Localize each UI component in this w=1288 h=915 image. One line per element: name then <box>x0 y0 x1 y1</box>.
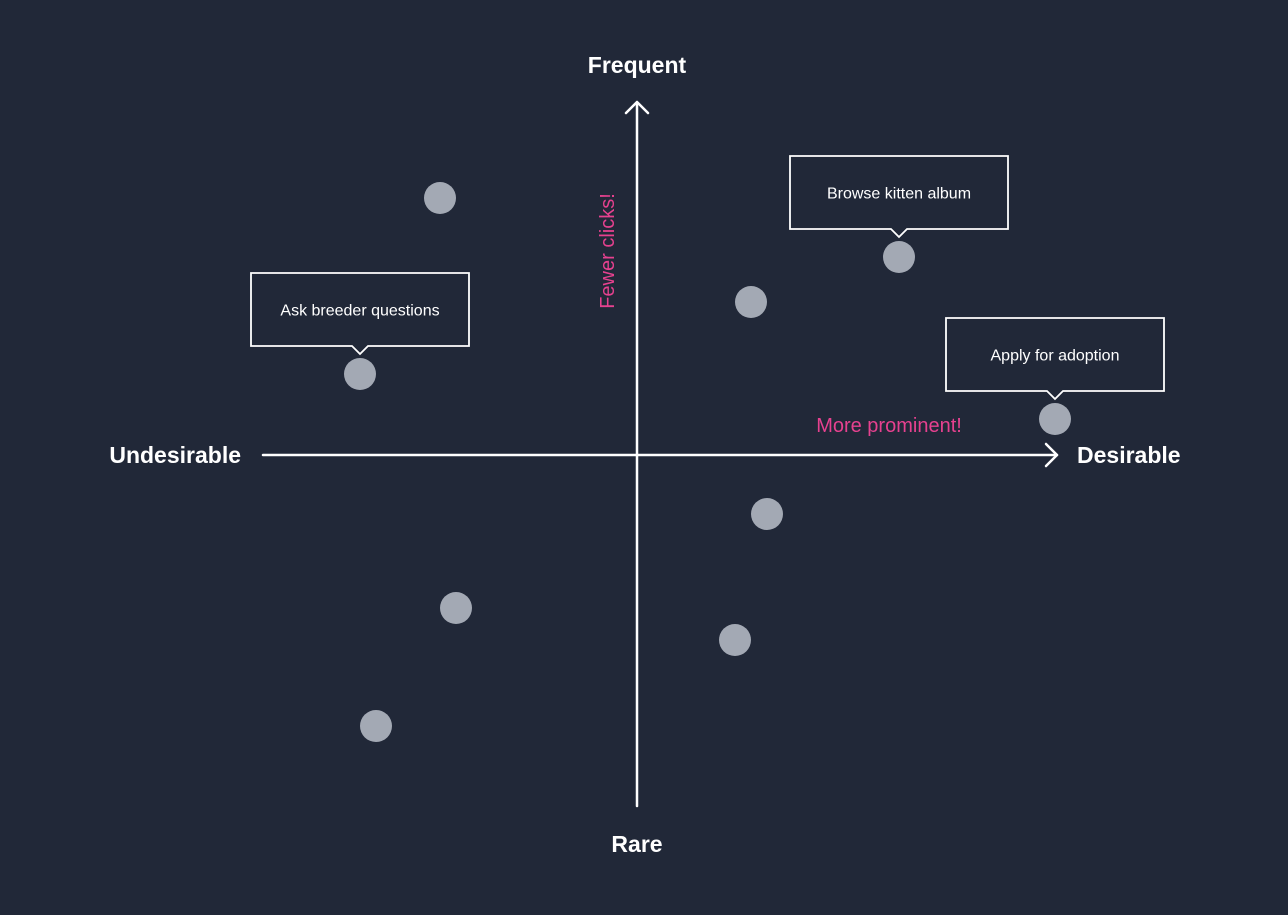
x-axis-annotation: More prominent! <box>816 415 962 437</box>
matrix-point <box>751 498 783 530</box>
y-axis-top-label: Frequent <box>588 52 687 78</box>
x-axis-arrow-icon <box>1044 442 1059 468</box>
matrix-point <box>719 624 751 656</box>
matrix-point <box>424 182 456 214</box>
callout-label: Apply for adoption <box>991 348 1120 365</box>
callout-box <box>945 317 1165 401</box>
y-axis-annotation: Fewer clicks! <box>597 193 619 309</box>
matrix-point <box>440 592 472 624</box>
y-axis-arrow-icon <box>624 100 650 115</box>
callouts-layer: Ask breeder questions Browse kitten album… <box>250 155 1165 401</box>
matrix-point <box>883 241 915 273</box>
callout: Apply for adoption <box>945 317 1165 401</box>
x-axis-left-label: Undesirable <box>109 442 241 468</box>
callout: Browse kitten album <box>789 155 1009 239</box>
matrix-point <box>360 710 392 742</box>
matrix-point <box>735 286 767 318</box>
matrix-point <box>1039 403 1071 435</box>
callout-box <box>789 155 1009 239</box>
callout: Ask breeder questions <box>250 272 470 356</box>
callout-label: Browse kitten album <box>827 186 971 203</box>
matrix-point <box>344 358 376 390</box>
x-axis-right-label: Desirable <box>1077 442 1181 468</box>
callout-label: Ask breeder questions <box>280 303 439 320</box>
callout-box <box>250 272 470 356</box>
y-axis-bottom-label: Rare <box>611 831 662 857</box>
points-layer <box>344 182 1071 742</box>
